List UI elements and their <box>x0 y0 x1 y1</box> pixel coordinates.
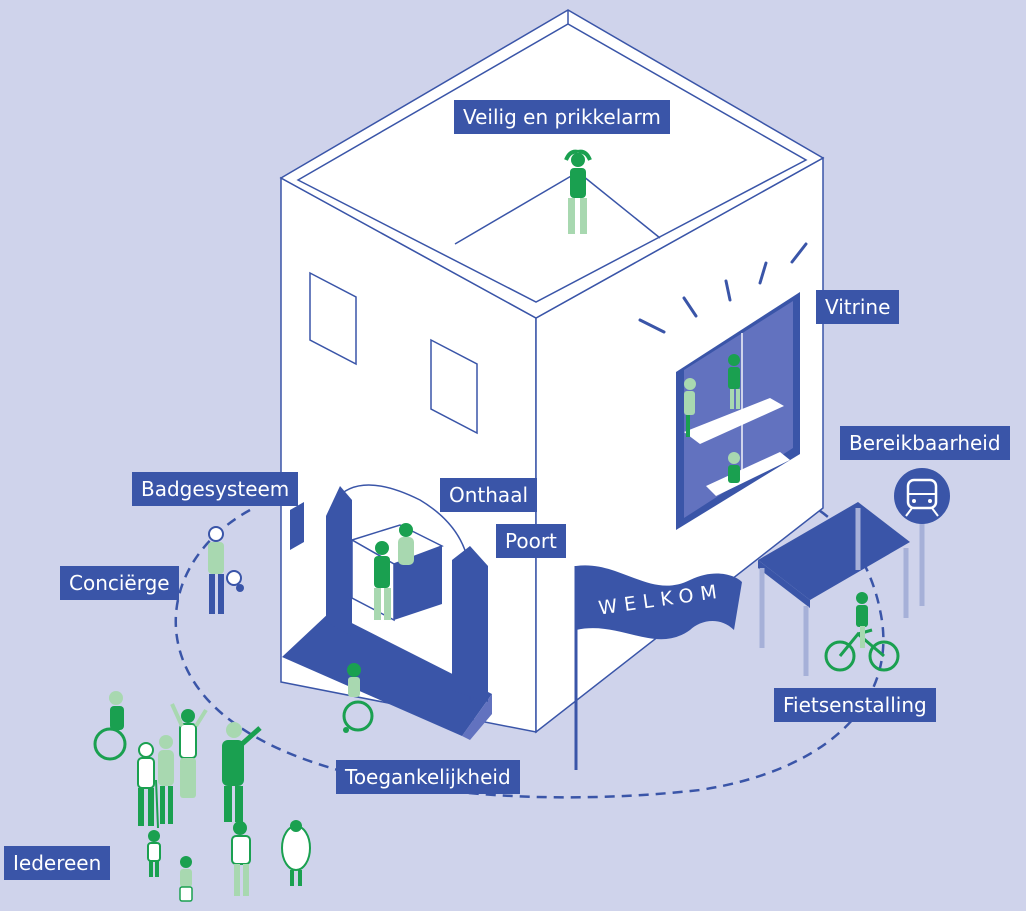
concierge-person <box>208 526 244 614</box>
roof-inner-rim <box>296 23 808 303</box>
label-bereikbaarheid: Bereikbaarheid <box>840 426 1010 460</box>
label-poort: Poort <box>496 524 566 558</box>
bike-shelter-posts <box>759 508 909 676</box>
left-door-panel <box>326 486 352 636</box>
label-concierge: Conciërge <box>60 566 179 600</box>
label-onthaal: Onthaal <box>440 478 538 512</box>
label-veilig-en-prikkelarm: Veilig en prikkelarm <box>454 100 670 134</box>
badge-reader <box>290 502 304 550</box>
label-iedereen: Iedereen <box>4 846 111 880</box>
roof-partition-line-1 <box>454 171 579 245</box>
wheelchair-icon <box>342 663 374 733</box>
vitrine-person-1 <box>728 354 740 409</box>
roof-person <box>564 149 592 234</box>
entrance-visitor <box>374 541 391 620</box>
roof-partition-line-2 <box>577 171 661 239</box>
label-toegankelijkheid: Toegankelijkheid <box>336 760 520 794</box>
left-wall-window-1 <box>309 271 357 366</box>
vitrine-shelf-1 <box>684 398 784 444</box>
community-dashed-circle <box>174 503 885 799</box>
vitrine-person-3 <box>728 452 740 483</box>
label-badgesysteem: Badgesysteem <box>132 472 299 506</box>
attention-rays <box>638 242 808 334</box>
bicycle-icon <box>824 592 900 672</box>
crowd-people <box>93 691 311 902</box>
label-vitrine: Vitrine <box>816 290 900 324</box>
right-door-panel <box>452 546 488 702</box>
label-fietsenstalling: Fietsenstalling <box>774 688 936 722</box>
welkom-flag <box>576 565 742 640</box>
train-icon <box>894 468 950 524</box>
reception-person <box>398 523 414 565</box>
bike-shelter-roof <box>758 502 910 600</box>
entrance-step <box>462 694 492 740</box>
vitrine-person-2 <box>684 378 696 437</box>
vitrine-shelf-2 <box>706 452 790 496</box>
entrance-ramp <box>282 612 492 736</box>
left-wall-window-2 <box>430 338 478 435</box>
bike-shelter-roof-edge <box>758 560 810 608</box>
